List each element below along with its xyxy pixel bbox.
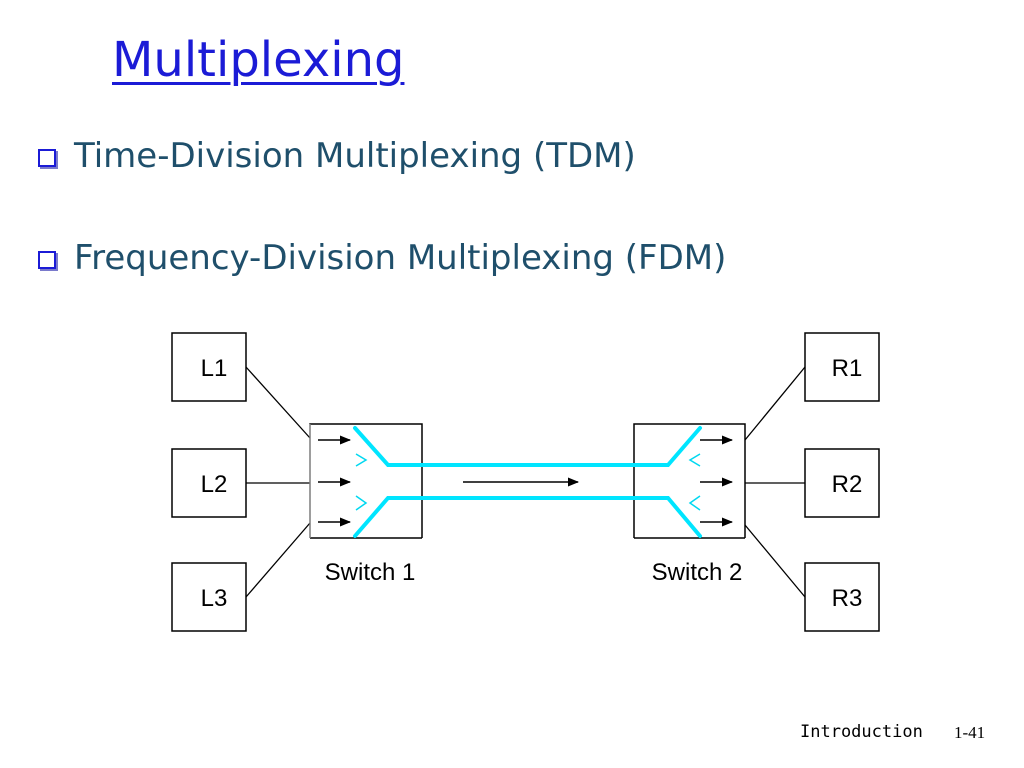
link-l1-switch1	[245, 366, 311, 439]
right-node-r2-label: R2	[832, 471, 863, 498]
bullet-tdm-text: Time-Division Multiplexing (TDM)	[74, 136, 636, 176]
bullet-fdm: Frequency-Division Multiplexing (FDM)	[38, 238, 726, 278]
right-node-r1: R1	[804, 332, 880, 402]
bullet-fdm-text: Frequency-Division Multiplexing (FDM)	[74, 238, 727, 278]
left-node-l2-label: L2	[201, 471, 228, 498]
shared-link	[353, 426, 702, 538]
switch-1-label: Switch 1	[325, 559, 416, 586]
switch-2	[633, 423, 746, 539]
left-node-l1: L1	[171, 332, 247, 402]
left-node-l2: L2	[171, 448, 247, 518]
link-switch2-r1	[744, 366, 806, 441]
left-node-l3: L3	[171, 562, 247, 632]
footer-section: Introduction	[800, 722, 923, 742]
switch-2-label: Switch 2	[652, 559, 743, 586]
slide-title: Multiplexing	[112, 32, 405, 88]
bullet-tdm: Time-Division Multiplexing (TDM)	[38, 136, 636, 176]
bullet-checkbox-icon	[38, 251, 56, 269]
right-node-r2: R2	[804, 448, 880, 518]
left-node-l3-label: L3	[201, 585, 228, 612]
right-node-r3: R3	[804, 562, 880, 632]
left-node-l1-label: L1	[201, 355, 228, 382]
link-switch2-r3	[744, 524, 806, 598]
link-l3-switch1	[245, 522, 311, 598]
right-node-r3-label: R3	[832, 585, 863, 612]
right-node-r1-label: R1	[832, 355, 863, 382]
footer-page-number: 1-41	[954, 723, 986, 742]
bullet-checkbox-icon	[38, 149, 56, 167]
switch-1	[309, 423, 423, 539]
